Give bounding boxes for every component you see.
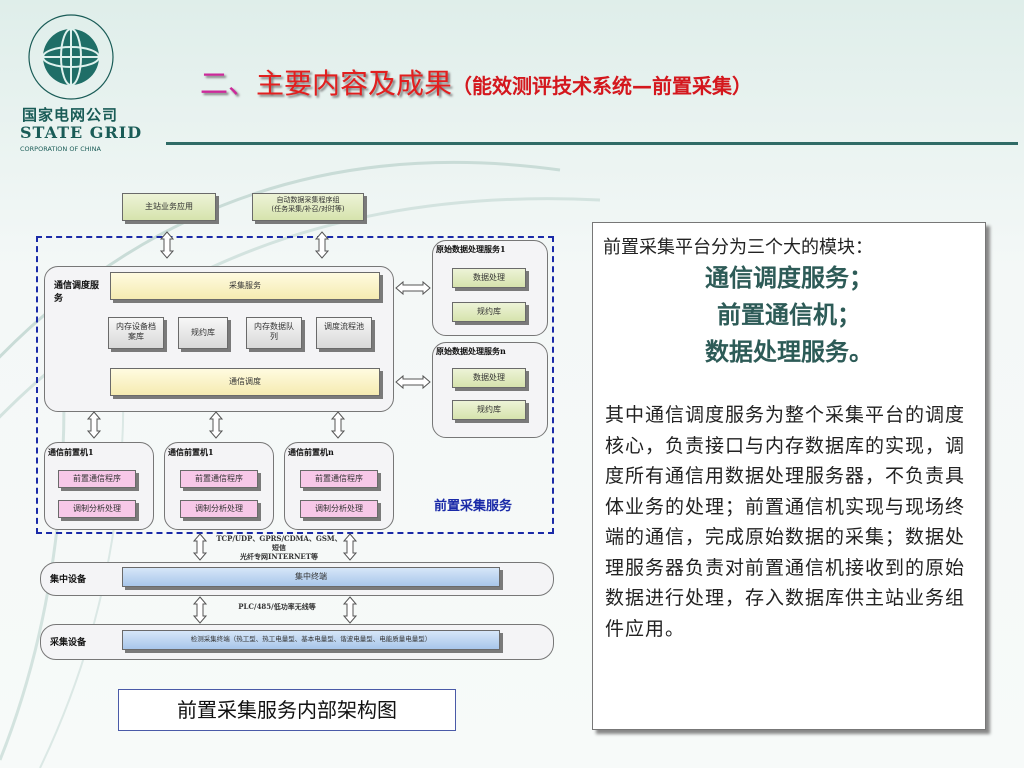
description-panel: 前置采集平台分为三个大的模块： 通信调度服务； 前置通信机； 数据处理服务。 其… <box>592 222 986 730</box>
logo-company-subname-en: CORPORATION OF CHINA <box>20 145 101 153</box>
state-grid-logo-icon <box>28 14 114 100</box>
title-divider <box>166 142 1018 145</box>
diagram-caption: 前置采集服务内部架构图 <box>118 689 456 731</box>
logo-company-name-cn: 国家电网公司 <box>22 106 119 124</box>
panel-module-1: 通信调度服务； <box>705 263 873 292</box>
title-subtitle: （能效测评技术系统—前置采集） <box>452 74 753 98</box>
panel-intro: 前置采集平台分为三个大的模块： <box>603 237 873 258</box>
title-main: 主要内容及成果 <box>256 67 453 100</box>
panel-module-3: 数据处理服务。 <box>705 337 873 366</box>
title-section-number: 二、 <box>200 67 257 100</box>
panel-module-2: 前置通信机； <box>717 300 861 329</box>
logo-company-name-en: STATE GRID <box>20 123 143 142</box>
panel-body-text: 其中通信调度服务为整个采集平台的调度核心，负责接口与内存数据库的实现，调度所有通… <box>605 404 966 640</box>
page-title: 二、主要内容及成果（能效测评技术系统—前置采集） <box>200 62 752 102</box>
